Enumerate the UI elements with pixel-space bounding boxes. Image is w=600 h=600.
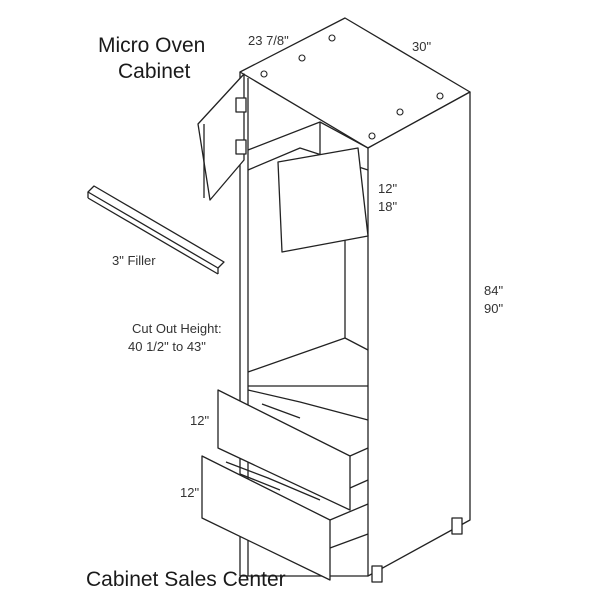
upper-right-door (277, 147, 369, 253)
footer-brand: Cabinet Sales Center (86, 568, 286, 591)
title-line-2: Cabinet (118, 60, 191, 83)
top-drawer (217, 389, 369, 511)
filler-label: 3" Filler (112, 253, 156, 268)
upper-left-door (197, 73, 247, 201)
cabinet-side-panel (367, 91, 471, 577)
dimension-top-drawer: 12" (190, 413, 210, 428)
dimension-height-1: 84" (484, 283, 504, 298)
top-holes (260, 34, 444, 140)
hinge-icon (235, 139, 247, 155)
dimension-upper-door-2: 18" (378, 199, 398, 214)
dimension-upper-door-1: 12" (378, 181, 398, 196)
dimension-bottom-drawer: 12" (180, 485, 200, 500)
hinge-icon (235, 97, 247, 113)
filler-strip (87, 185, 225, 275)
cabinet-feet (371, 517, 463, 583)
dimension-width: 30" (412, 39, 432, 54)
dimension-depth: 23 7/8" (248, 33, 289, 48)
dimension-height-2: 90" (484, 301, 504, 316)
title-line-1: Micro Oven (98, 34, 206, 57)
oven-cavity (247, 232, 369, 387)
cutout-label-line-2: 40 1/2" to 43" (128, 339, 206, 354)
cutout-label-line-1: Cut Out Height: (132, 321, 222, 336)
bottom-drawer (201, 455, 369, 581)
